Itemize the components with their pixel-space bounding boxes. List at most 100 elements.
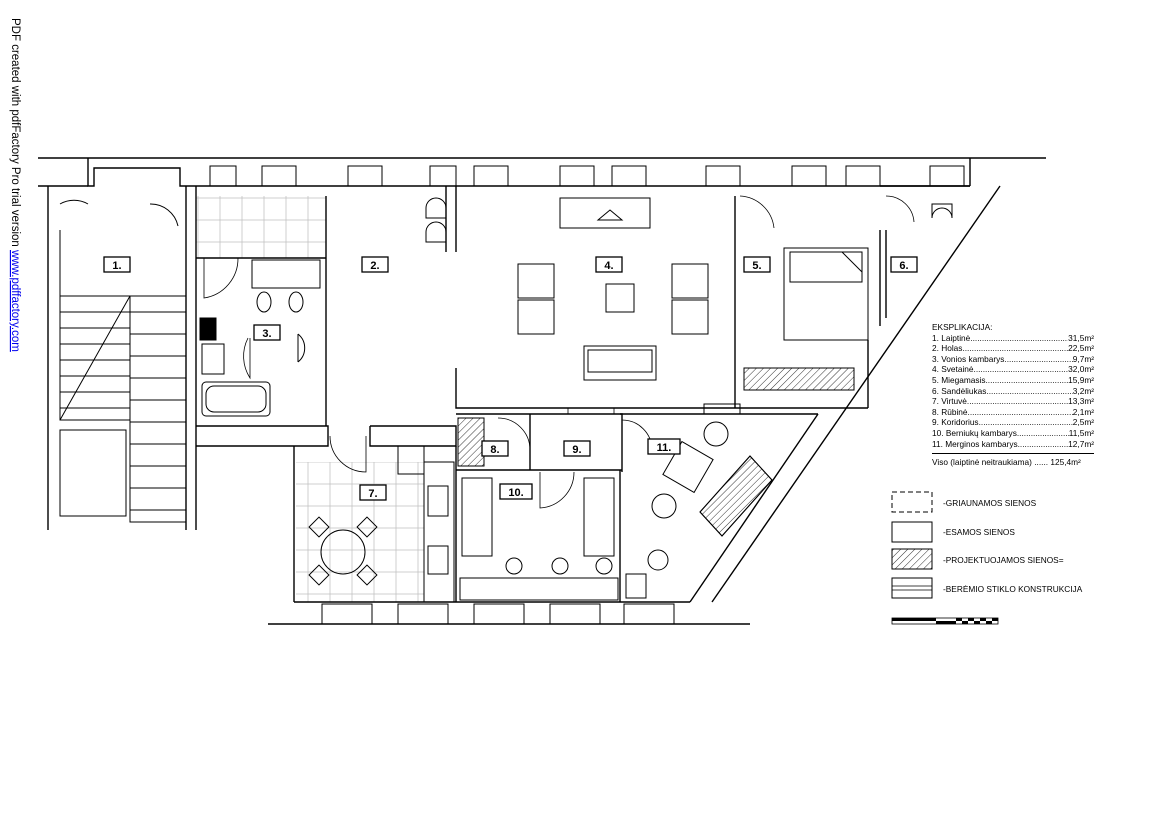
row-area: 9,7m² [1072, 353, 1094, 364]
room-number: 3. [262, 328, 271, 340]
room-label-10: 10. [499, 483, 533, 500]
living-furniture [425, 197, 709, 381]
window-stair [87, 158, 186, 187]
explication-divider [932, 453, 1094, 455]
legend-label-glass: -BERĖMIO STIKLO KONSTRUKCIJA [943, 584, 1083, 594]
explication-row: 11. Merginos kambarys 12,7m² [932, 439, 1094, 450]
girl-furniture [625, 403, 773, 599]
explication-row: 5. Miegamasis 15,9m² [932, 375, 1094, 386]
row-leader [1018, 439, 1069, 450]
row-leader [986, 386, 1072, 397]
explication-row: 3. Vonios kambarys 9,7m² [932, 354, 1094, 365]
row-name: 4. Svetainė [932, 364, 974, 375]
row-leader [1004, 354, 1072, 365]
legend-swatch-demolished [891, 491, 933, 513]
row-name: 11. Merginos kambarys [932, 438, 1018, 449]
room-label-4: 4. [595, 256, 623, 273]
row-name: 9. Koridorius [932, 417, 979, 428]
row-area: 11,5m² [1068, 427, 1094, 438]
pdf-watermark: PDF created with pdfFactory Pro trial ve… [8, 18, 22, 358]
tiled-floors [196, 196, 424, 602]
explication-row: 2. Holas 22,5m² [932, 343, 1094, 354]
room-number: 8. [490, 444, 499, 456]
kitchen-north-wall [369, 425, 457, 447]
explication-title: EKSPLIKACIJA: [932, 322, 993, 332]
bedroom-furniture [743, 203, 953, 391]
bath-south-wall [196, 425, 329, 447]
room-number: 2. [370, 260, 379, 272]
room-number: 4. [604, 260, 613, 272]
watermark-text: PDF created with pdfFactory Pro trial ve… [9, 18, 21, 352]
explication-row: 7. Virtuvė 13,3m² [932, 396, 1094, 407]
explication-table: EKSPLIKACIJA: 1. Laiptinė 31,5m² 2. Holas… [932, 322, 1094, 468]
row-leader [962, 343, 1068, 354]
legend-swatches [891, 491, 933, 599]
pdf-watermark-svg: PDF created with pdfFactory Pro trial ve… [9, 18, 21, 352]
legend-label-existing: -ESAMOS SIENOS [943, 527, 1015, 537]
room-labels: 1. 2. 3. 4. 5. 6. 7. 8. 9. 10. 11. [103, 256, 918, 501]
south-windows [321, 603, 675, 625]
room-label-7: 7. [359, 484, 387, 501]
kitchen-furniture [308, 445, 455, 603]
row-name: 10. Berniukų kambarys [932, 427, 1017, 438]
legend-label-demolished: -GRIAUNAMOS SIENOS [943, 498, 1037, 508]
outer-diagonal-wall [711, 185, 1001, 603]
room-number: 5. [752, 260, 761, 272]
row-leader [986, 375, 1069, 386]
explication-row: 10. Berniukų kambarys 11,5m² [932, 428, 1094, 439]
scale-bar [891, 617, 999, 625]
row-name: 3. Vonios kambarys [932, 353, 1005, 364]
row-area: 32,0m² [1068, 364, 1094, 375]
explication-row: 9. Koridorius 2,5m² [932, 417, 1094, 428]
row-leader [968, 407, 1073, 418]
row-area: 3,2m² [1072, 385, 1094, 396]
row-leader [1017, 428, 1069, 439]
watermark-link[interactable]: www.pdffactory.com [9, 249, 21, 352]
row-area: 13,3m² [1068, 396, 1094, 407]
row-area: 31,5m² [1068, 332, 1094, 343]
explication-row: 6. Sandėliukas 3,2m² [932, 386, 1094, 397]
legend-swatch-existing [891, 521, 933, 543]
bathroom-tiles [196, 196, 326, 258]
north-windows [209, 165, 965, 187]
doors [203, 195, 915, 509]
room-number: 6. [899, 260, 908, 272]
kids-furniture [457, 417, 619, 601]
room-label-3: 3. [253, 324, 281, 341]
watermark-caption: PDF created with pdfFactory Pro trial ve… [9, 18, 21, 250]
row-name: 6. Sandėliukas [932, 385, 987, 396]
legend-swatch-projected [891, 548, 933, 570]
room-number: 11. [657, 442, 672, 454]
room-number: 9. [572, 444, 581, 456]
room-label-11: 11. [647, 438, 681, 455]
row-area: 2,1m² [1072, 406, 1094, 417]
row-name: 7. Virtuvė [932, 396, 967, 407]
staircase [59, 199, 187, 523]
row-area: 22,5m² [1068, 343, 1094, 354]
row-name: 1. Laiptinė [932, 332, 971, 343]
legend-label-projected: -PROJEKTUOJAMOS SIENOS= [943, 555, 1064, 565]
room-label-6: 6. [890, 256, 918, 273]
row-area: 2,5m² [1072, 417, 1094, 428]
explication-row: 8. Rūbinė2,1m² [932, 407, 1094, 418]
bathroom-fixtures [199, 259, 321, 417]
row-leader [967, 396, 1068, 407]
room-label-1: 1. [103, 256, 131, 273]
row-leader [979, 417, 1073, 428]
room-label-9: 9. [563, 440, 591, 457]
row-name: 2. Holas [932, 343, 963, 354]
row-area: 12,7m² [1068, 438, 1094, 449]
row-area: 15,9m² [1068, 374, 1094, 385]
room-label-2: 2. [361, 256, 389, 273]
room-label-8: 8. [481, 440, 509, 457]
row-leader [970, 333, 1068, 344]
hall-south-wall [455, 368, 868, 409]
explication-row: 1. Laiptinė 31,5m² [932, 333, 1094, 344]
girl-diagonal-wall [689, 413, 819, 603]
room-label-5: 5. [743, 256, 771, 273]
explication-total: Viso (laiptinė neitraukiama) ...... 125,… [932, 457, 1081, 468]
row-name: 5. Miegamasis [932, 374, 986, 385]
legend-swatch-glass [891, 577, 933, 599]
room-number: 10. [508, 487, 523, 499]
